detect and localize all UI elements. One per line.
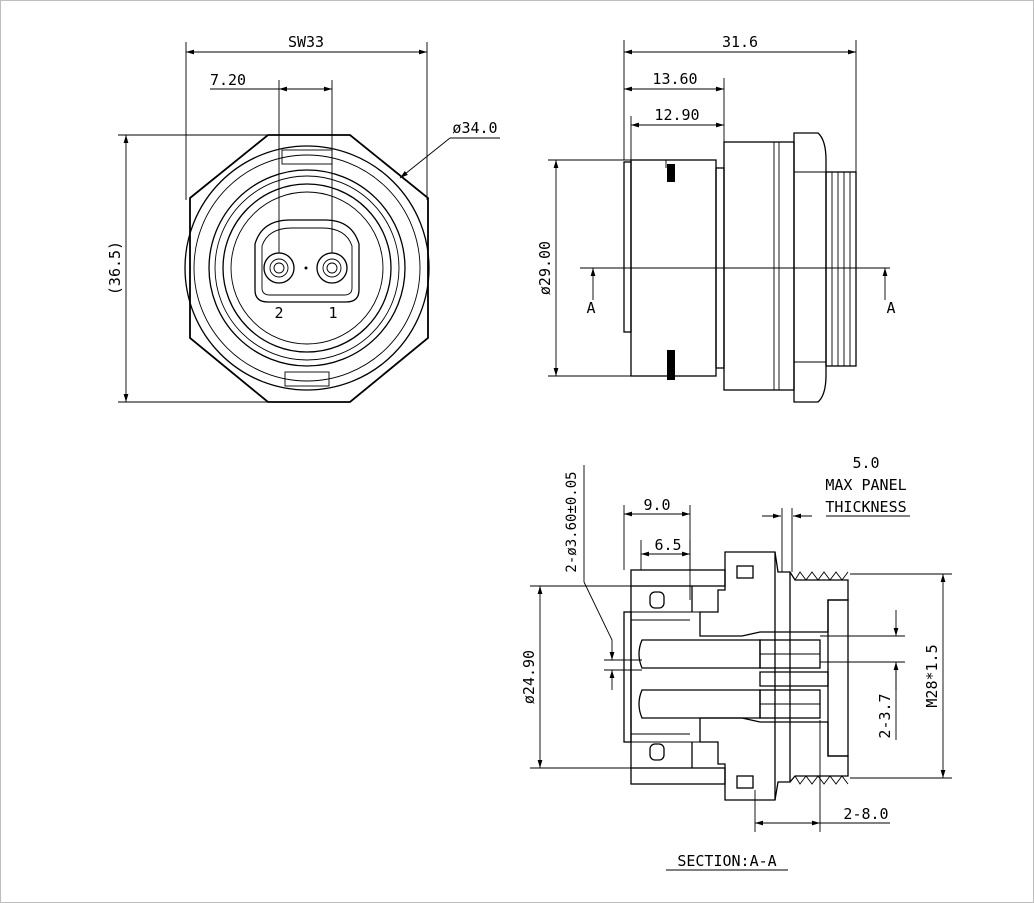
side-view: 31.6 13.60 12.90 ø29.00 A A (536, 33, 896, 403)
section-mark-right: A (886, 299, 895, 317)
dim-overall-height: (36.5) (106, 241, 124, 295)
section-lower-body (699, 717, 849, 801)
dim-barrel-diameter: ø29.00 (536, 241, 554, 295)
section-lower-contact (638, 689, 761, 719)
section-title: SECTION:A-A (677, 852, 776, 870)
nut-side (793, 132, 827, 403)
front-view: 2 1 SW33 7.20 ø34.0 (36.5) (106, 33, 500, 403)
thread-section (825, 171, 857, 367)
coupling-ring (723, 141, 795, 391)
dim-total-length: 31.6 (722, 33, 758, 51)
dim-panel-label-2: THICKNESS (825, 498, 906, 516)
outer-circle (184, 145, 430, 391)
dim-pin-diameter: 2-3.7 (876, 693, 894, 738)
dim-6-5: 6.5 (654, 536, 681, 554)
pin-label-2: 2 (274, 304, 283, 322)
dim-12-90: 12.90 (654, 106, 699, 124)
section-mark-left: A (586, 299, 595, 317)
pin-label-1: 1 (328, 304, 337, 322)
dim-13-60: 13.60 (652, 70, 697, 88)
dim-pin-pitch: 7.20 (210, 71, 246, 89)
section-upper-contact (638, 639, 761, 669)
dim-panel-label-1: MAX PANEL (825, 476, 906, 494)
hex-nut-outline (189, 134, 429, 403)
dim-outer-diameter: ø34.0 (452, 119, 497, 137)
dim-panel-thickness-value: 5.0 (852, 454, 879, 472)
dim-thread: M28*1.5 (923, 644, 941, 707)
dim-contact-length: 2-8.0 (843, 805, 888, 823)
dim-pin-hole: 2-ø3.60±0.05 (564, 471, 580, 572)
dim-section-diameter: ø24.90 (520, 650, 538, 704)
dim-sw33: SW33 (288, 33, 324, 51)
contact-1 (316, 252, 348, 284)
section-upper-body (699, 551, 849, 637)
section-view: 5.0 MAX PANEL THICKNESS 9.0 6.5 2-ø3.60±… (520, 454, 952, 871)
contact-2 (263, 252, 295, 284)
dim-9-0: 9.0 (643, 496, 670, 514)
insert-face (254, 219, 360, 303)
